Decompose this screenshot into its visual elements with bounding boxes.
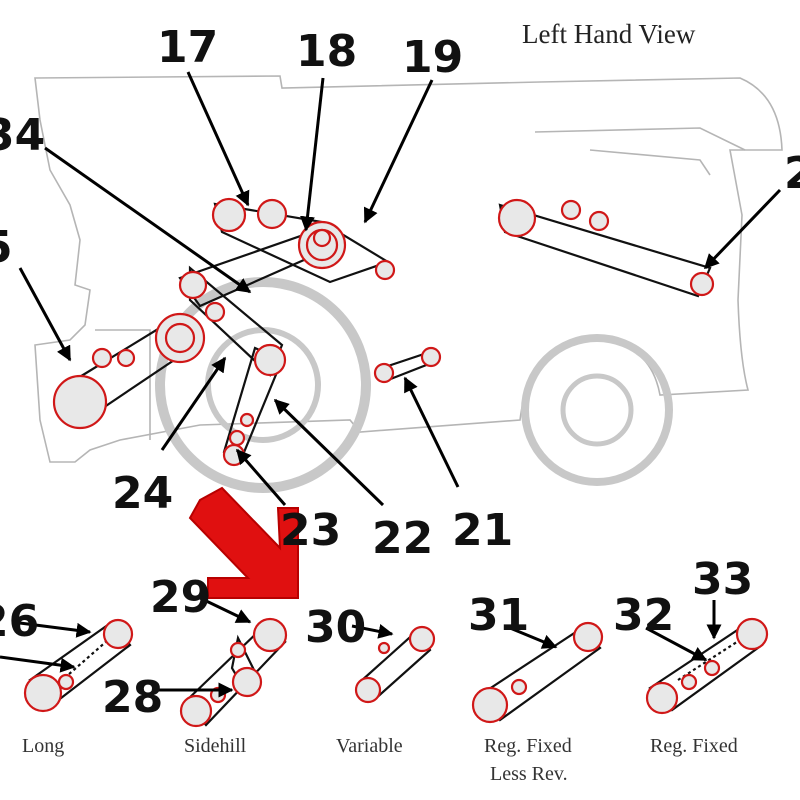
variant-reg-fixed-less-rev: [471, 621, 604, 724]
callout-23: 23: [280, 505, 341, 556]
callout-31: 31: [468, 590, 529, 641]
caption-reg-fixed-less-rev-line2: Less Rev.: [490, 763, 568, 785]
variant-reg-fixed: [645, 600, 769, 715]
caption-reg-fixed-less-rev: Reg. Fixed: [484, 735, 572, 757]
callout-22: 22: [372, 513, 433, 564]
callout-30: 30: [305, 602, 366, 653]
variant-captions: Long Sidehill Variable Reg. Fixed Less R…: [22, 735, 738, 785]
pulleys: [52, 197, 715, 467]
callout-21: 21: [452, 505, 513, 556]
callout-19: 19: [402, 32, 463, 83]
callout-29: 29: [150, 572, 211, 623]
callout-2: 2: [784, 148, 800, 199]
callout-5: 5: [0, 222, 13, 273]
callout-18: 18: [296, 26, 357, 77]
variant-variable: [351, 623, 436, 704]
callout-32: 32: [613, 590, 674, 641]
red-pointer-arrow-icon: [188, 486, 299, 599]
page-title: Left Hand View: [522, 19, 696, 49]
rear-wheel: [521, 334, 673, 486]
caption-long: Long: [22, 735, 64, 757]
caption-variable: Variable: [336, 735, 403, 757]
caption-sidehill: Sidehill: [184, 735, 247, 757]
variant-sidehill: [158, 596, 288, 728]
leader-arrows: [18, 71, 782, 507]
callout-26: 26: [0, 596, 39, 647]
variant-long: [0, 618, 134, 713]
callout-17: 17: [157, 22, 218, 73]
callout-28: 28: [102, 672, 163, 723]
caption-reg-fixed: Reg. Fixed: [650, 735, 738, 757]
callout-33: 33: [692, 554, 753, 605]
callout-34: 34: [0, 110, 45, 161]
callout-24: 24: [112, 468, 173, 519]
callout-labels: 17 18 19 34 5 2 24 23 22 21 26 29 30 31 …: [0, 22, 800, 723]
